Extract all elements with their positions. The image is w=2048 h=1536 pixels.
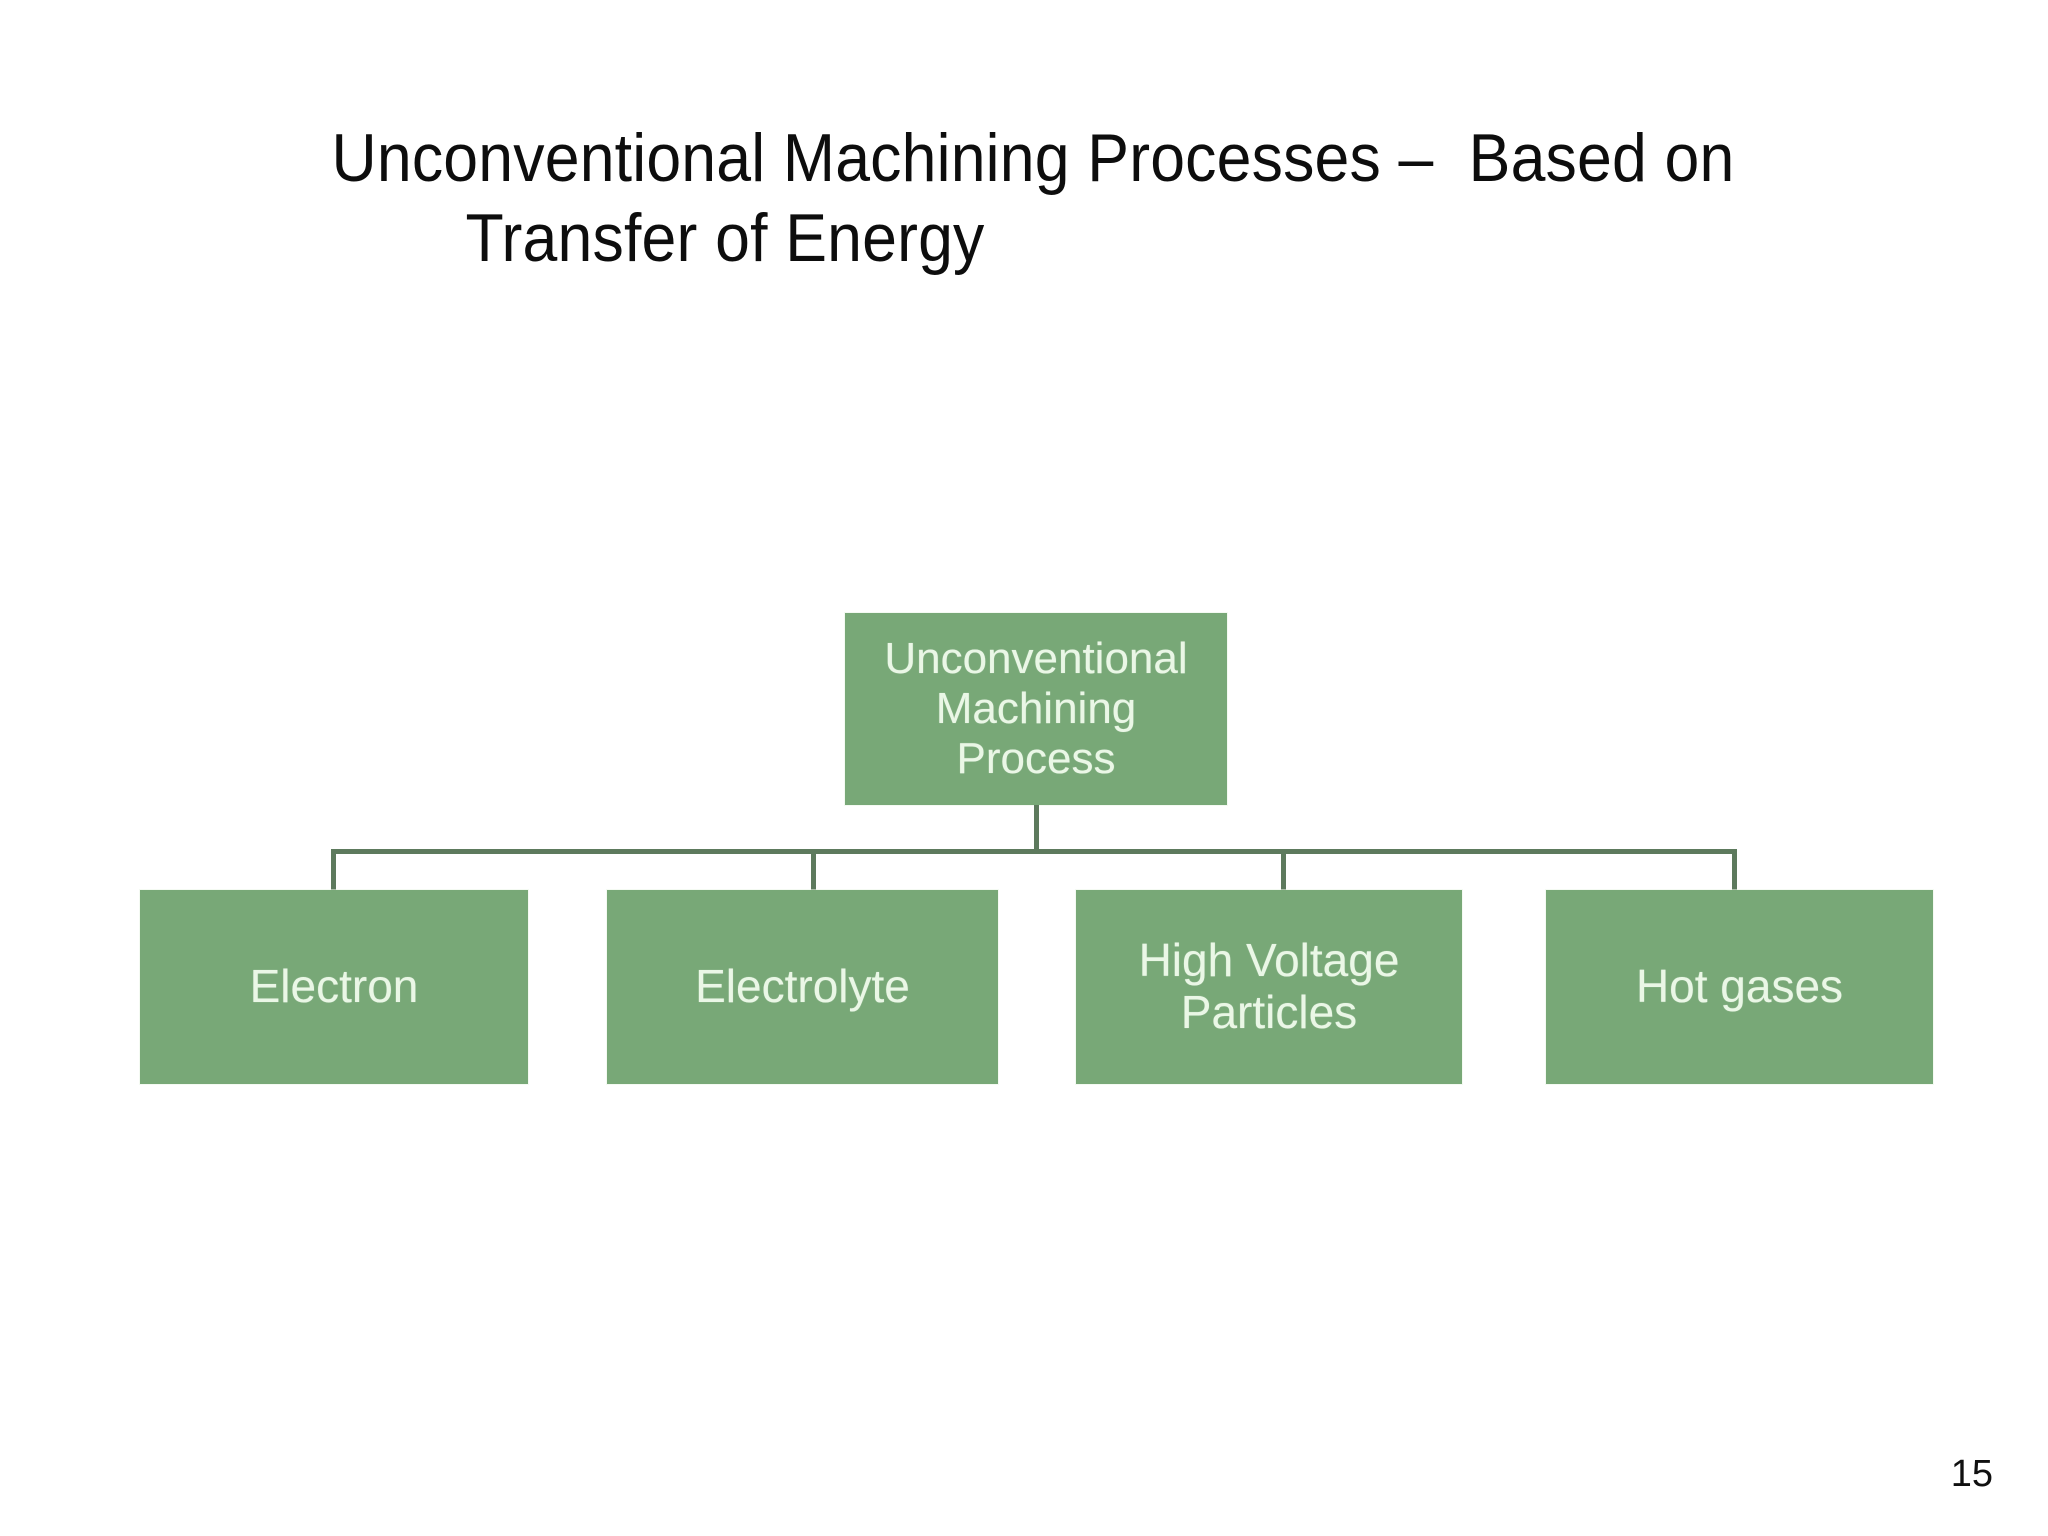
connector-drop-high-voltage-particles: [1281, 852, 1286, 892]
connector-horizontal-bus: [331, 849, 1737, 854]
tree-node-electrolyte-line-1: Electrolyte: [695, 960, 910, 1013]
tree-node-root-line-2: Machining: [935, 684, 1137, 734]
title-line-2: Transfer of Energy: [465, 200, 985, 277]
tree-node-hot-gases-text: Hot gases: [1635, 960, 1844, 1013]
tree-node-high-voltage-particles-line-2: Particles: [1180, 986, 1358, 1038]
tree-node-electron-text: Electron: [249, 960, 419, 1013]
connector-drop-electrolyte: [811, 852, 816, 892]
tree-node-root-line-3: Process: [956, 733, 1116, 783]
connector-drop-electron: [331, 852, 336, 892]
title-line-1: Unconventional Machining Processes – Bas…: [331, 120, 1735, 196]
connector-root-stem: [1034, 805, 1039, 852]
tree-node-hot-gases-line-1: Hot gases: [1635, 960, 1844, 1013]
page-number: 15: [1950, 1453, 1993, 1495]
page-title: Unconventional Machining Processes – Bas…: [150, 118, 1910, 278]
tree-node-root-text: Unconventional Machining Process: [884, 634, 1187, 783]
tree-node-hot-gases: Hot gases: [1546, 890, 1933, 1084]
tree-node-root-line-1: Unconventional: [884, 634, 1188, 684]
tree-node-root: Unconventional Machining Process: [845, 613, 1227, 805]
tree-node-electrolyte-text: Electrolyte: [695, 960, 910, 1013]
tree-node-electron: Electron: [140, 890, 528, 1084]
tree-node-high-voltage-particles-text: High Voltage Particles: [1138, 934, 1400, 1039]
tree-node-electrolyte: Electrolyte: [607, 890, 998, 1084]
tree-node-electron-line-1: Electron: [249, 960, 419, 1013]
connector-drop-hot-gases: [1732, 852, 1737, 892]
tree-node-high-voltage-particles-line-1: High Voltage: [1138, 934, 1400, 987]
tree-node-high-voltage-particles: High Voltage Particles: [1076, 890, 1462, 1084]
